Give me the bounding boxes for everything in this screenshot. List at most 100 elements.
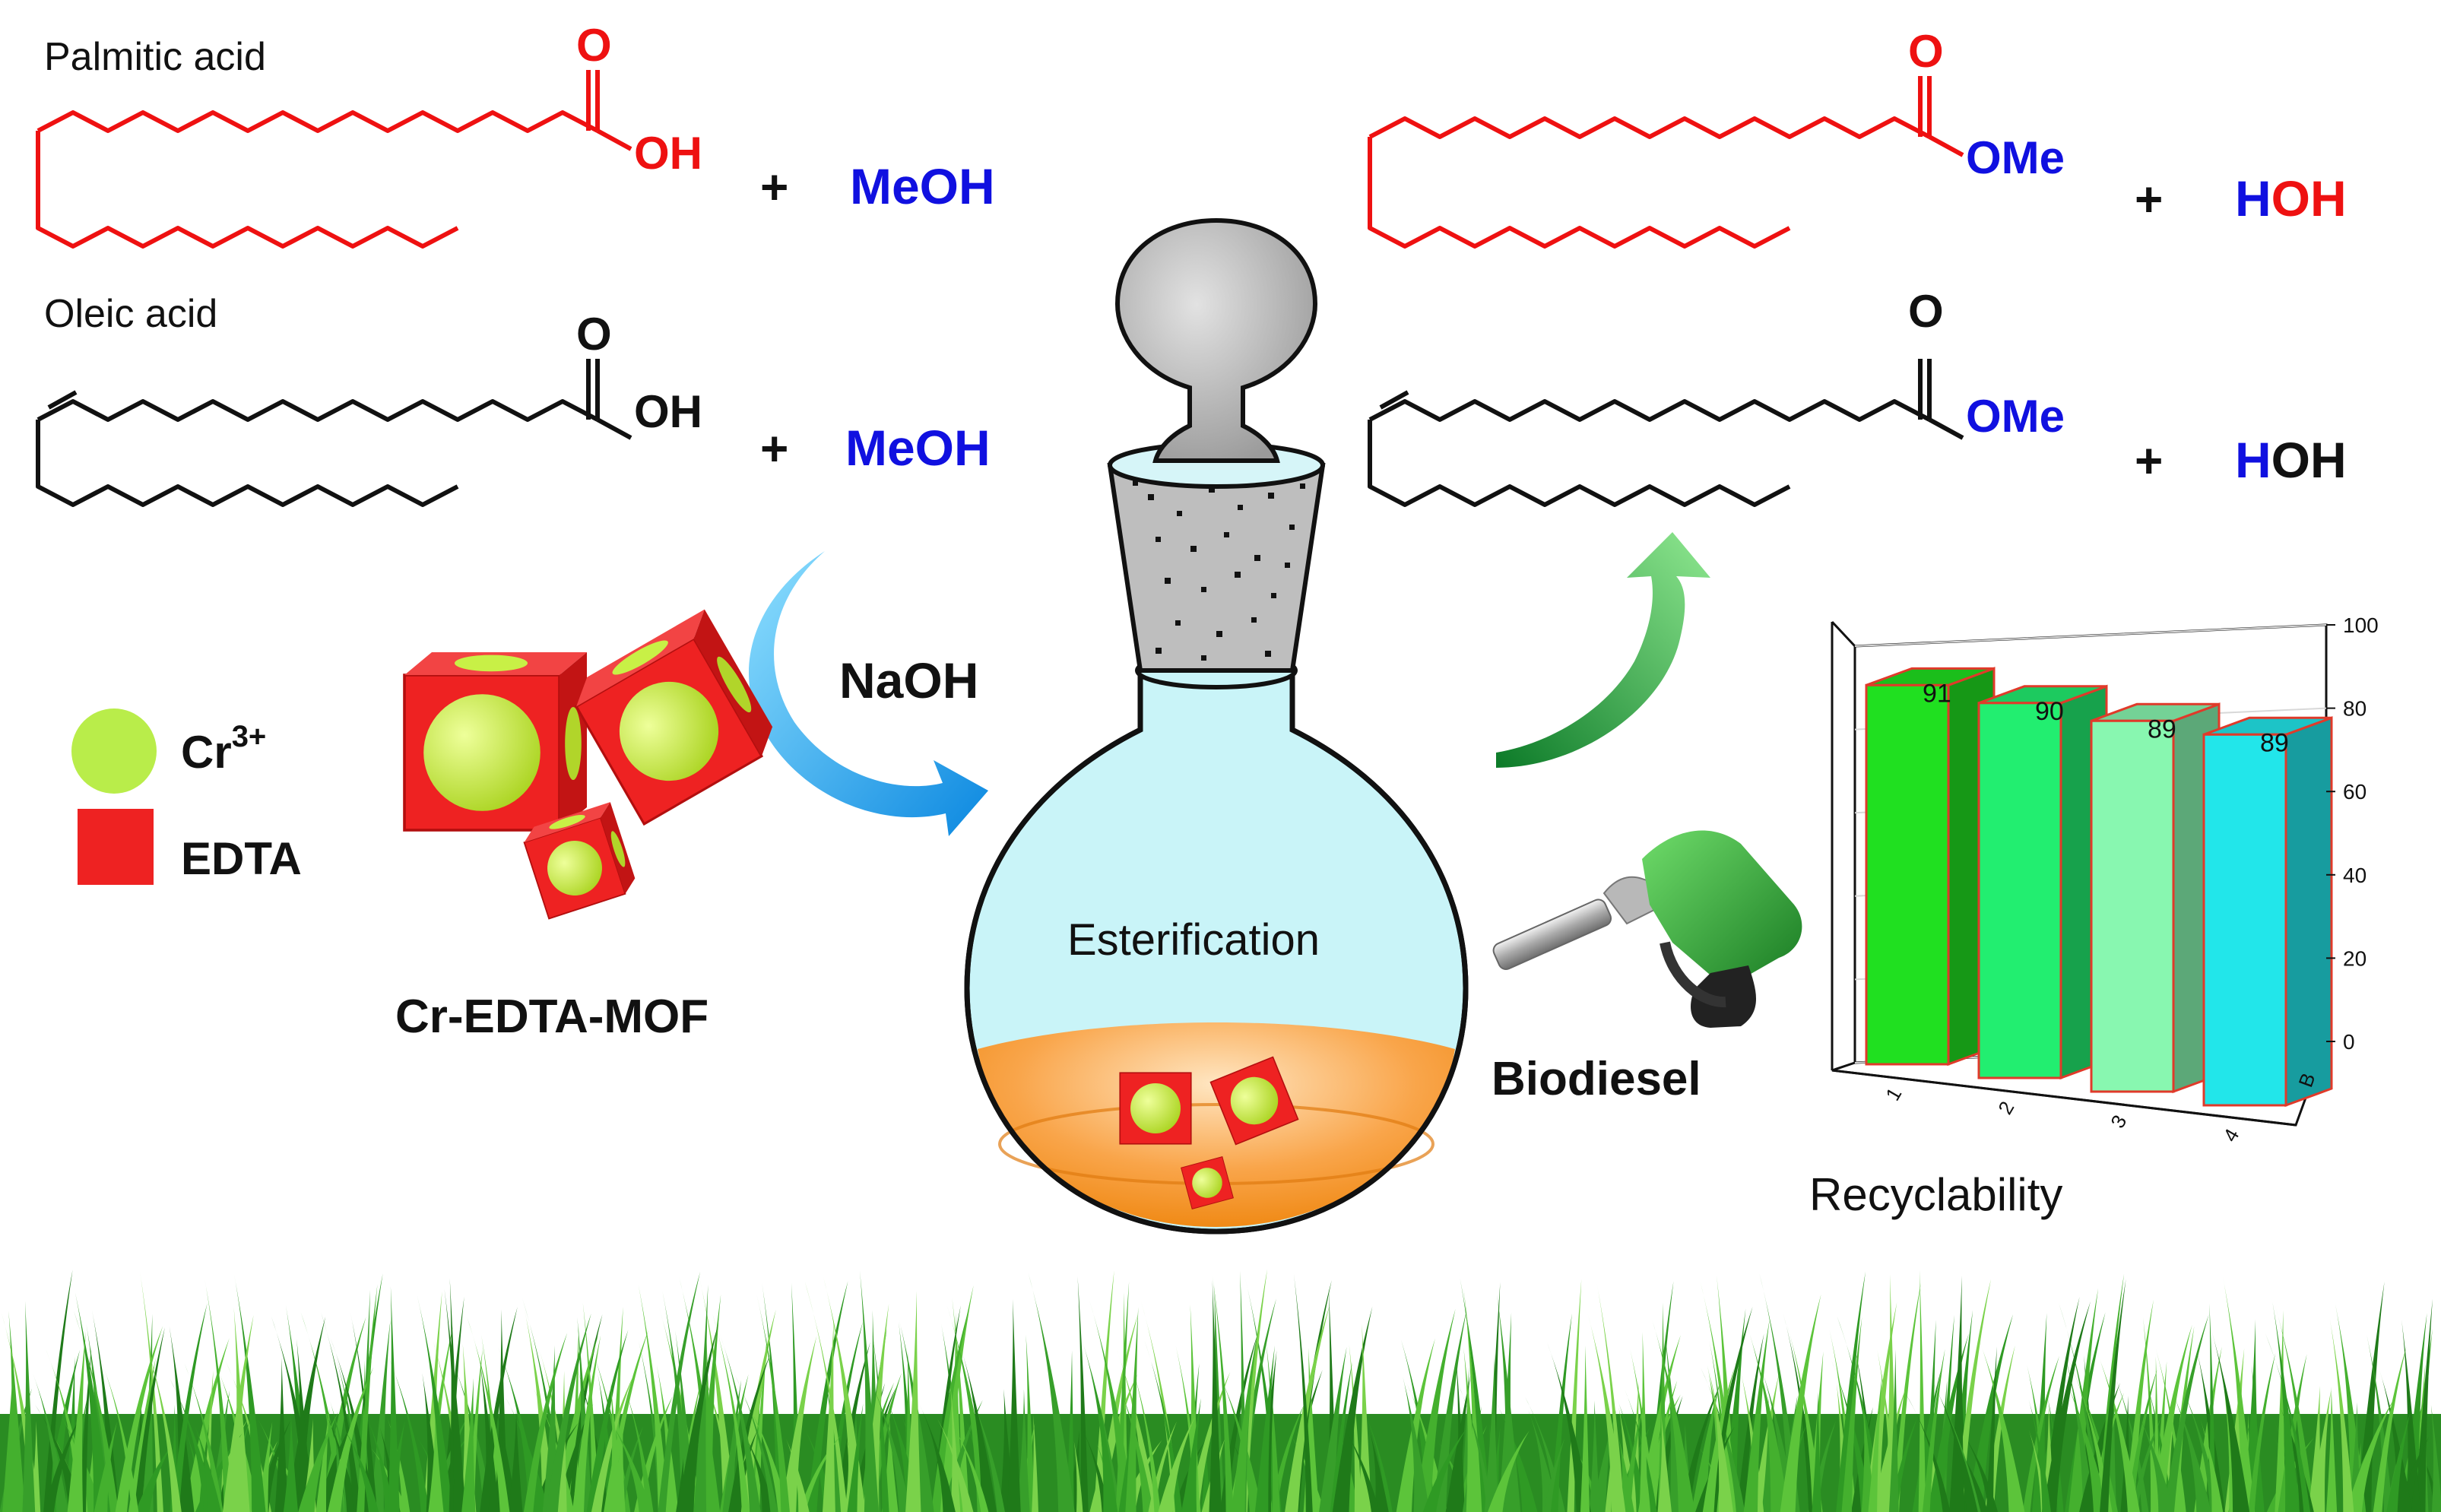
bar-value-label: 89 [2148,715,2176,743]
grass-blade [804,1281,848,1512]
fuel-nozzle-icon [1492,830,1802,1028]
grass-blade [1484,1352,1498,1512]
grass-blade [91,1309,119,1512]
grass-blade [1293,1273,1313,1512]
grass-blade [2326,1387,2338,1512]
grass-blade [139,1270,163,1512]
grass-blade [417,1294,453,1512]
grass-blade [1745,1318,1790,1512]
grass-blade [370,1320,391,1512]
grass-blade [1841,1317,1862,1512]
meoh-1: MeOH [850,158,995,214]
grass-blade [1700,1367,1745,1512]
grass-blade [287,1316,326,1512]
grass-blade [2275,1303,2315,1512]
grass-blade [193,1422,222,1512]
grass-blade [1081,1428,1110,1512]
grass-blade [533,1422,579,1512]
grass-blade [1812,1392,1821,1512]
grass-blade [2022,1355,2059,1512]
round-bottom-flask [964,217,1469,1235]
grass-blade [2308,1386,2322,1512]
x-tick-label: 4 [2218,1124,2243,1146]
grass-blade [712,1313,750,1512]
edta-legend: EDTA [78,809,302,885]
grass-blade [357,1284,378,1512]
methyl-oleate-o: O [1908,286,1944,337]
x-tick-label: 2 [1993,1097,2018,1118]
grass-blade [2386,1412,2411,1512]
grass-blade [2143,1317,2157,1512]
y-tick-label: 0 [2343,1030,2355,1054]
grass-blade [919,1403,956,1512]
grass-blade [1836,1271,1866,1512]
grass-blade [2170,1390,2211,1512]
bar-1: 91 [1865,667,1996,1067]
grass-blade [943,1410,989,1512]
grass-blade [860,1270,879,1512]
grass-blade [734,1374,778,1512]
grass-blade [822,1318,835,1512]
grass-blade [1216,1368,1263,1512]
methyl-oleate-ome: OMe [1966,391,2065,442]
grass-blade [1652,1320,1695,1512]
grass-blade [1905,1393,1951,1512]
palmitic-acid-structure [36,70,632,249]
chart-front-axis [1831,1069,2297,1127]
grass-blade [781,1336,817,1512]
grass-blade [1977,1335,2025,1512]
plus-sign-3: + [2135,172,2163,227]
grass-blade [222,1314,254,1512]
grass-blade [1709,1370,1733,1512]
grass-blade [1463,1347,1480,1512]
grass-blade [1864,1301,1897,1512]
grass-blade [298,1412,339,1512]
water-1-oh: OH [2271,170,2347,227]
grass-blade [2329,1318,2354,1512]
grass-blade [274,1358,288,1512]
bar-front [1865,683,1950,1066]
grass-blade [2200,1419,2224,1512]
grass-blade [2164,1314,2209,1512]
grass-blade [2248,1352,2276,1512]
grass-blade [847,1403,864,1512]
grass-blade [2063,1351,2095,1512]
bar-value-label: 89 [2260,728,2289,757]
grass-blade [2131,1414,2163,1512]
grass-blade [1032,1414,1038,1512]
grass-blade [2068,1358,2113,1512]
grass-blade [321,1312,362,1512]
grass-blade [1028,1273,1075,1512]
grass-blade [388,1286,400,1512]
grass-blade [869,1377,911,1512]
grass-blade [233,1273,266,1512]
grass-blade [1254,1345,1276,1512]
oleic-acid-oh: OH [634,386,702,437]
grass-blade [2043,1301,2091,1512]
bar-front [2090,719,2175,1093]
grass-blade [1332,1306,1373,1512]
grass-blade [22,1301,36,1512]
y-tick-label: 20 [2343,946,2367,970]
reaction-arrow-green [1496,532,1710,768]
grass-blade [2126,1369,2157,1512]
bar-4: 89 [2202,716,2333,1108]
grass-blade [1780,1294,1821,1512]
methyl-oleate-structure [1368,359,1964,507]
grass-blade [1285,1304,1330,1512]
grass-blade [1922,1349,1945,1512]
grass-blade [1580,1345,1590,1512]
grass-blade [807,1281,848,1512]
grass-blade [1918,1270,1926,1512]
grass-blade [623,1385,654,1512]
grass-blade [693,1284,709,1512]
grass-blade [2345,1399,2394,1512]
mof-crystals [403,609,773,920]
oleic-acid-o: O [576,309,612,360]
grass-blade [1931,1378,1978,1512]
grass-blade [2138,1413,2174,1512]
bar-side [2284,716,2333,1108]
edta-legend-label: EDTA [181,833,302,884]
water-1: HOH [2235,170,2347,227]
palmitic-acid-oh: OH [634,128,702,179]
